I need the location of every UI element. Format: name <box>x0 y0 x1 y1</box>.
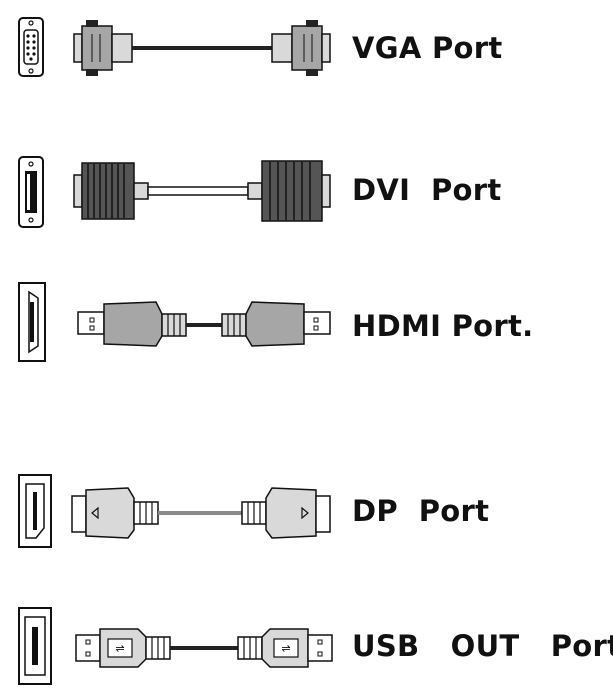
usb-port-label: USB OUT Port <box>352 629 613 663</box>
usb-cable-icon: ⇌ ⇌ <box>75 628 333 668</box>
dp-port-illustration <box>18 474 331 548</box>
hdmi-connector-icon <box>18 282 46 362</box>
vga-port-illustration <box>18 17 331 77</box>
hdmi-cable-icon <box>77 301 331 347</box>
hdmi-port-label: HDMI Port. <box>352 309 534 343</box>
dvi-connector-icon <box>18 156 44 228</box>
dvi-port-label: DVI Port <box>352 173 502 207</box>
dp-port-row: DP Port <box>0 472 613 562</box>
dvi-port-row: DVI Port <box>0 145 613 245</box>
svg-text:⇌: ⇌ <box>281 642 290 655</box>
vga-connector-icon <box>18 17 44 77</box>
dp-port-label: DP Port <box>352 494 490 528</box>
hdmi-port-row: HDMI Port. <box>0 280 613 370</box>
usb-connector-icon <box>18 607 52 685</box>
dvi-cable-icon <box>73 160 331 222</box>
usb-port-illustration: ⇌ ⇌ <box>18 607 333 685</box>
dp-cable-icon <box>71 487 331 539</box>
usb-port-row: ⇌ ⇌ USB OUT Port <box>0 605 613 695</box>
dvi-port-illustration <box>18 156 331 228</box>
dp-connector-icon <box>18 474 52 548</box>
svg-text:⇌: ⇌ <box>115 642 124 655</box>
vga-port-label: VGA Port <box>352 31 503 65</box>
vga-cable-icon <box>73 20 331 76</box>
vga-port-row: VGA Port <box>0 0 613 90</box>
hdmi-port-illustration <box>18 282 331 362</box>
